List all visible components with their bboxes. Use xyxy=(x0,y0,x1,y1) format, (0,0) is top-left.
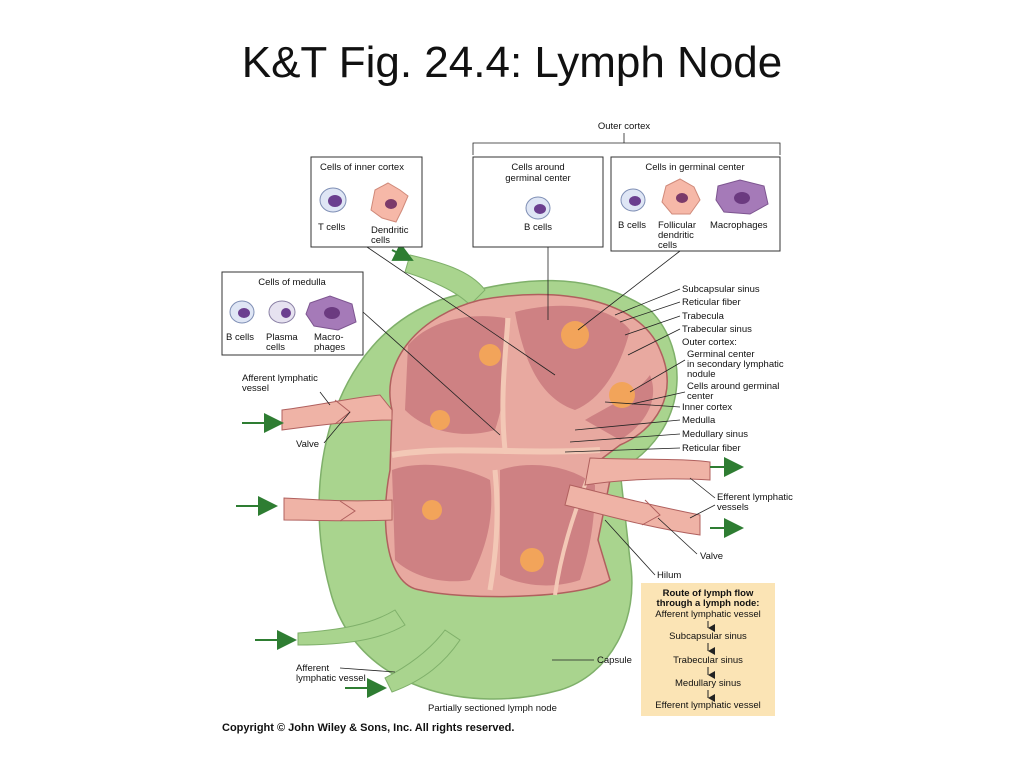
box-title: Cells around xyxy=(511,162,564,173)
label-hilum: Hilum xyxy=(657,570,681,581)
route-step: Afferent lymphatic vessel xyxy=(655,609,760,620)
germinal-center xyxy=(561,321,589,349)
left-labels: Afferent lymphatic vessel Valve Afferent… xyxy=(242,373,396,684)
lymph-node-body xyxy=(297,254,678,700)
germinal-center xyxy=(422,500,442,520)
label-germinal-center: Germinal center xyxy=(687,349,755,360)
route-step: Efferent lymphatic vessel xyxy=(655,700,760,711)
efferent-vessel-lower xyxy=(564,484,701,536)
label-medulla: Medulla xyxy=(682,415,716,426)
dendritic-label: Dendritic xyxy=(371,225,409,236)
germinal-center xyxy=(479,344,501,366)
label-outer-cortex: Outer cortex: xyxy=(682,337,737,348)
label-afferent-bottom-2: lymphatic vessel xyxy=(296,673,366,684)
plasma-label-2: cells xyxy=(266,342,285,353)
dendritic-label: dendritic xyxy=(658,230,694,241)
label-valve-right: Valve xyxy=(700,551,723,562)
box-title-2: germinal center xyxy=(505,173,570,184)
right-labels: Subcapsular sinus Reticular fiber Trabec… xyxy=(564,284,784,454)
label-efferent-vessels-2: vessels xyxy=(717,502,749,513)
follicular-label: Follicular xyxy=(658,220,696,231)
dendritic-label-2: cells xyxy=(371,235,390,246)
b-cells-label: B cells xyxy=(524,222,552,233)
arrow-icon xyxy=(391,243,414,261)
route-step: Trabecular sinus xyxy=(673,655,743,666)
box-germinal-around: Cells around germinal center B cells xyxy=(472,156,604,320)
label-subcapsular-sinus: Subcapsular sinus xyxy=(682,284,760,295)
label-cells-around: Cells around germinal xyxy=(687,381,779,392)
label-reticular-fiber: Reticular fiber xyxy=(682,297,741,308)
label-afferent-bottom: Afferent xyxy=(296,663,329,674)
figure-caption: Partially sectioned lymph node xyxy=(428,703,557,714)
germinal-center xyxy=(609,382,635,408)
b-cells-label: B cells xyxy=(618,220,646,231)
afferent-vessel-mid-left xyxy=(283,497,393,522)
germinal-center xyxy=(430,410,450,430)
label-valve-left: Valve xyxy=(296,439,319,450)
box-inner-cortex: Cells of inner cortex T cells Dendritic … xyxy=(310,156,556,376)
macrophages-label: Macro- xyxy=(314,332,344,343)
label-reticular-fiber-2: Reticular fiber xyxy=(682,443,741,454)
box-title: Cells in germinal center xyxy=(645,162,744,173)
flow-arrows xyxy=(236,243,744,698)
cells-label: cells xyxy=(658,240,677,251)
macrophages-label: Macrophages xyxy=(710,220,768,231)
route-title: Route of lymph flow xyxy=(663,588,754,599)
label-efferent-vessels: Efferent lymphatic xyxy=(717,492,793,503)
label-germinal-center-2: in secondary lymphatic xyxy=(687,359,784,370)
plasma-label: Plasma xyxy=(266,332,298,343)
b-cells-label: B cells xyxy=(226,332,254,343)
t-cells-label: T cells xyxy=(318,222,346,233)
route-box: Route of lymph flow through a lymph node… xyxy=(641,583,775,716)
label-capsule: Capsule xyxy=(597,655,632,666)
efferent-vessel-upper xyxy=(584,457,711,486)
label-germinal-center-3: nodule xyxy=(687,369,716,380)
slide-title: K&T Fig. 24.4: Lymph Node xyxy=(241,38,783,87)
copyright-notice: Copyright © John Wiley & Sons, Inc. All … xyxy=(222,722,514,734)
label-inner-cortex: Inner cortex xyxy=(682,402,732,413)
box-title: Cells of medulla xyxy=(258,277,326,288)
route-title-2: through a lymph node: xyxy=(657,598,760,609)
route-step: Medullary sinus xyxy=(675,678,741,689)
label-trabecular-sinus: Trabecular sinus xyxy=(682,324,752,335)
macrophages-label-2: phages xyxy=(314,342,345,353)
label-cells-around-2: center xyxy=(687,391,713,402)
label-medullary-sinus: Medullary sinus xyxy=(682,429,748,440)
lower-right-labels: Efferent lymphatic vessels Valve Hilum C… xyxy=(428,477,793,714)
label-afferent-vessel-2: vessel xyxy=(242,383,269,394)
box-title: Cells of inner cortex xyxy=(320,162,404,173)
box-germinal-center: Cells in germinal center B cells Follicu… xyxy=(577,156,781,331)
label-trabecula: Trabecula xyxy=(682,311,725,322)
label-afferent-vessel: Afferent lymphatic xyxy=(242,373,318,384)
germinal-center xyxy=(520,548,544,572)
t-cell-nucleus-icon xyxy=(328,195,342,207)
box-medulla: Cells of medulla B cells Plasma cells Ma… xyxy=(221,271,501,436)
outer-cortex-bracket: Outer cortex xyxy=(472,121,781,155)
outer-cortex-label: Outer cortex xyxy=(598,121,651,132)
route-step: Subcapsular sinus xyxy=(669,631,747,642)
